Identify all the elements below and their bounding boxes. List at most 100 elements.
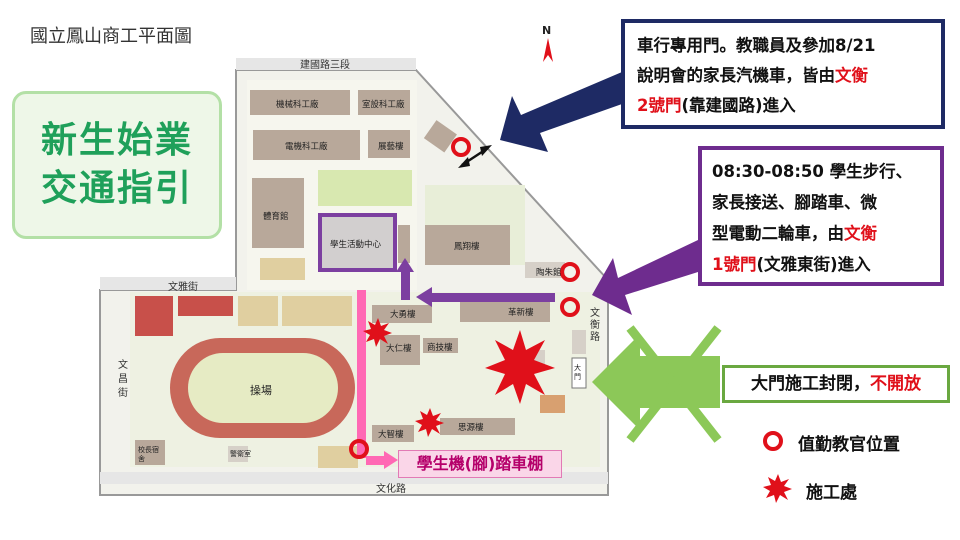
- label-machine: 機械科工廠: [276, 100, 319, 110]
- officer-position: [451, 137, 471, 157]
- building-dazhi: [372, 425, 414, 442]
- building-machine: [250, 90, 350, 115]
- label-field: 操場: [250, 384, 272, 397]
- walk-note-line-4-text: (文雅東街)進入: [756, 255, 871, 274]
- label-gym: 體育館: [263, 212, 289, 222]
- closed-note-box: 大門施工封閉，不開放: [722, 365, 950, 403]
- title-box: 新生始業 交通指引: [12, 91, 222, 239]
- court-tan-3: [260, 258, 305, 280]
- walk-note-line-4: 1號門(文雅東街)進入: [712, 249, 930, 280]
- street-east-2: 衡: [590, 320, 600, 331]
- walk-note-line-1: 08:30-08:50 學生步行、: [712, 162, 913, 181]
- court-green-1: [318, 170, 373, 206]
- navy-arrow: [500, 72, 622, 152]
- officer-position: [349, 439, 369, 459]
- legend-officer-icon: [763, 431, 783, 451]
- street-west-upper: 文雅街: [168, 282, 198, 293]
- north-road: [236, 58, 416, 70]
- parking-label: 學生機(腳)踏車棚: [398, 450, 562, 478]
- purple-up-head: [396, 258, 414, 272]
- gate-arrow-head-b: [480, 145, 492, 156]
- label-dayong: 大勇樓: [390, 310, 416, 320]
- building-exhibit: [368, 130, 410, 158]
- construction-icon: [415, 408, 444, 437]
- gate-note-line-3: 2號門(靠建國路)進入: [637, 91, 929, 121]
- north-label: N: [542, 24, 552, 37]
- walkway: [357, 290, 366, 458]
- court-tan-4: [318, 446, 358, 468]
- building-gate-main: [571, 357, 587, 389]
- street-west-lower-1: 文: [118, 360, 128, 371]
- court-red-1: [135, 296, 173, 336]
- building-siyuan: [440, 418, 515, 435]
- walkway-end: [366, 456, 384, 465]
- label-fengxiang: 鳳翔樓: [454, 242, 480, 252]
- closed-note-highlight: 不開放: [870, 374, 921, 394]
- west-road: [100, 277, 236, 290]
- legend-construction-label: 施工處: [806, 483, 857, 503]
- walk-note-highlight: 文衡: [844, 224, 877, 243]
- building-xiaoyou: [135, 440, 165, 465]
- gate-note-line-1: 車行專用門。教職員及參加8/21: [637, 36, 876, 55]
- gate-note-line-2-text: 說明會的家長汽機車，皆由: [637, 66, 835, 85]
- label-room: 室設科工廠: [362, 100, 405, 110]
- building-gym: [252, 178, 304, 248]
- street-east-3: 路: [590, 332, 600, 343]
- cross-line-b: [626, 325, 722, 443]
- street-south: 文化路: [376, 484, 406, 495]
- building-activity-side: [398, 225, 410, 263]
- title-line-1: 新生始業: [40, 120, 193, 161]
- building-activity: [318, 213, 397, 272]
- walk-note-line-2: 家長接送、腳踏車、微: [712, 193, 877, 212]
- gate-note-highlight: 文衡: [835, 66, 868, 85]
- building-fengxiang: [425, 225, 510, 265]
- title-line-2: 交通指引: [40, 168, 193, 209]
- north-arrow-icon: [543, 38, 553, 62]
- label-xiaoyou: 校長宿舍: [138, 446, 159, 463]
- gate-note-box: 車行專用門。教職員及參加8/21 說明會的家長汽機車，皆由文衡 2號門(靠建國路…: [621, 19, 945, 129]
- gate-note-gate-number: 2號門: [637, 96, 682, 115]
- building-small-east: [540, 395, 565, 413]
- officer-position: [560, 297, 580, 317]
- closed-note-text: 大門施工封閉，: [751, 374, 870, 394]
- label-electric: 電機科工廠: [285, 142, 328, 152]
- walk-note-gate-number: 1號門: [712, 255, 757, 274]
- court-red-2: [178, 296, 233, 316]
- building-daren: [380, 335, 420, 365]
- label-activity: 學生活動中心: [330, 240, 382, 250]
- building-northeast: [423, 120, 457, 153]
- label-gexin: 革新樓: [508, 308, 534, 318]
- label-gate-main: 大門: [574, 364, 581, 381]
- building-dayong: [372, 305, 432, 323]
- court-green-2: [372, 170, 412, 206]
- officer-position: [560, 262, 580, 282]
- walkway-arrow: [384, 451, 398, 469]
- gate-note-line-2: 說明會的家長汽機車，皆由文衡: [637, 61, 929, 91]
- map-title: 國立鳳山商工平面圖: [30, 26, 192, 47]
- gate-note-line-3-text: (靠建國路)進入: [681, 96, 796, 115]
- purple-arrow: [592, 240, 698, 315]
- court-tan-1: [238, 296, 278, 326]
- walk-note-box: 08:30-08:50 學生步行、 家長接送、腳踏車、微 型電動二輪車，由文衡 …: [698, 146, 944, 286]
- construction-icon: [485, 330, 555, 404]
- building-taozhu: [525, 262, 565, 278]
- label-daren: 大仁樓: [386, 344, 412, 354]
- street-west-lower-3: 街: [118, 388, 128, 399]
- building-gexin: [460, 302, 550, 322]
- purple-route: [430, 293, 555, 302]
- building-east-strip: [572, 330, 586, 354]
- field-inner: [188, 353, 338, 423]
- court-tan-2: [282, 296, 352, 326]
- building-electric: [253, 130, 360, 160]
- street-west-lower-2: 昌: [118, 374, 128, 385]
- purple-route-head: [416, 287, 432, 307]
- gate-arrow-head-a: [458, 157, 470, 168]
- label-siyuan: 思源樓: [458, 423, 484, 433]
- legend-officer-label: 值勤教官位置: [798, 435, 900, 455]
- purple-up: [401, 270, 410, 300]
- building-shangji: [423, 338, 458, 353]
- label-exhibit: 展藝樓: [378, 142, 404, 152]
- construction-icon: [363, 318, 392, 347]
- walk-note-line-3-text: 型電動二輪車，由: [712, 224, 844, 243]
